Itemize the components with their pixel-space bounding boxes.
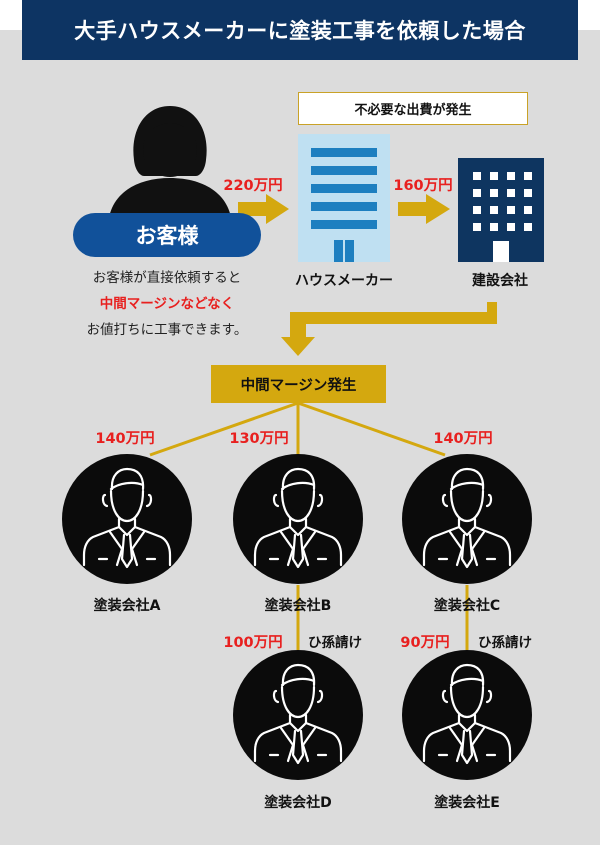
worker-a-icon [60,452,194,586]
notice-banner: 不必要な出費が発生 [298,92,528,125]
company-e-label: 塗装会社E [434,795,500,811]
price-to-housemaker: 220万円 [223,178,283,194]
worker-c-icon [400,452,534,586]
customer-label: お客様 [73,213,261,257]
builder-building-icon [458,158,544,262]
company-b-label: 塗装会社B [264,598,332,614]
worker-e-icon [400,648,534,782]
customer-desc-line3: お値打ちに工事できます。 [86,322,248,338]
worker-b-icon [231,452,365,586]
company-d-label: 塗装会社D [264,795,332,811]
price-company-e: 90万円 [400,635,450,651]
price-company-b: 130万円 [229,431,289,447]
price-company-d: 100万円 [223,635,283,651]
page-title: 大手ハウスメーカーに塗装工事を依頼した場合 [22,0,578,60]
price-to-builder: 160万円 [393,178,453,194]
note-company-d: ひ孫請け [308,635,362,651]
worker-d-icon [231,648,365,782]
builder-label: 建設会社 [472,273,528,289]
connector-to-c [297,401,446,457]
elbow-arrow-icon [281,302,497,356]
company-a-label: 塗装会社A [93,598,161,614]
housemaker-building-icon [298,134,390,262]
customer-desc-line2: 中間マージンなどなく [99,296,235,312]
company-c-label: 塗装会社C [433,598,501,614]
margin-banner: 中間マージン発生 [211,365,386,403]
customer-desc-line1: お客様が直接依頼すると [92,270,242,286]
price-company-a: 140万円 [95,431,155,447]
price-company-c: 140万円 [433,431,493,447]
note-company-e: ひ孫請け [478,635,532,651]
housemaker-label: ハウスメーカー [295,273,393,289]
connector-to-a [149,401,299,457]
arrow-to-builder-icon [398,194,450,224]
customer-person-icon [108,106,232,228]
arrow-to-housemaker-icon [238,194,289,224]
